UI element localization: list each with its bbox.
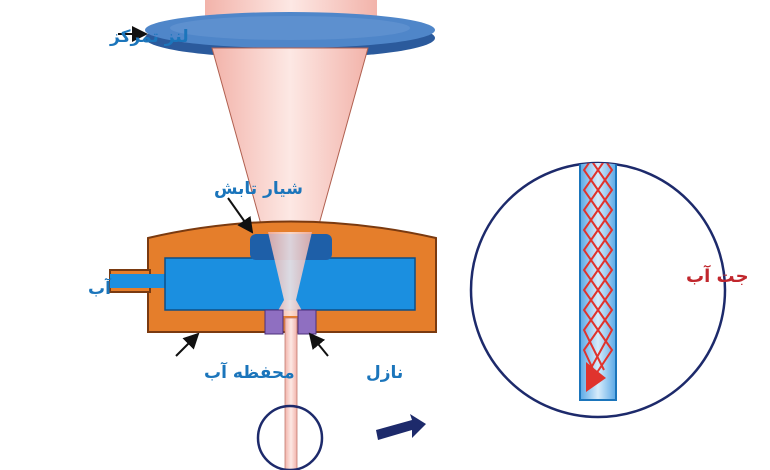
- nozzle: [264, 309, 317, 335]
- nozzle-pointer: [308, 332, 329, 357]
- label-focusing-lens: لنز تمرکز: [109, 27, 189, 47]
- label-water-chamber: محفظه آب: [204, 361, 295, 383]
- water-jet-column: [579, 163, 617, 401]
- exiting-jet: [284, 317, 298, 470]
- label-water: آب: [88, 277, 112, 299]
- label-water-jet: جت آب: [686, 264, 749, 287]
- slit-pointer: [227, 197, 254, 234]
- chamber-pointer: [175, 332, 200, 357]
- zoom-view: [469, 161, 727, 419]
- jet-reflections: [582, 163, 614, 381]
- zoom-arrow: [376, 414, 426, 440]
- label-radiation-slit: شیار تابش: [214, 179, 303, 199]
- water-inlet: [110, 274, 170, 288]
- magnifier-circle: [256, 404, 324, 470]
- label-nozzle: نازل: [366, 363, 403, 383]
